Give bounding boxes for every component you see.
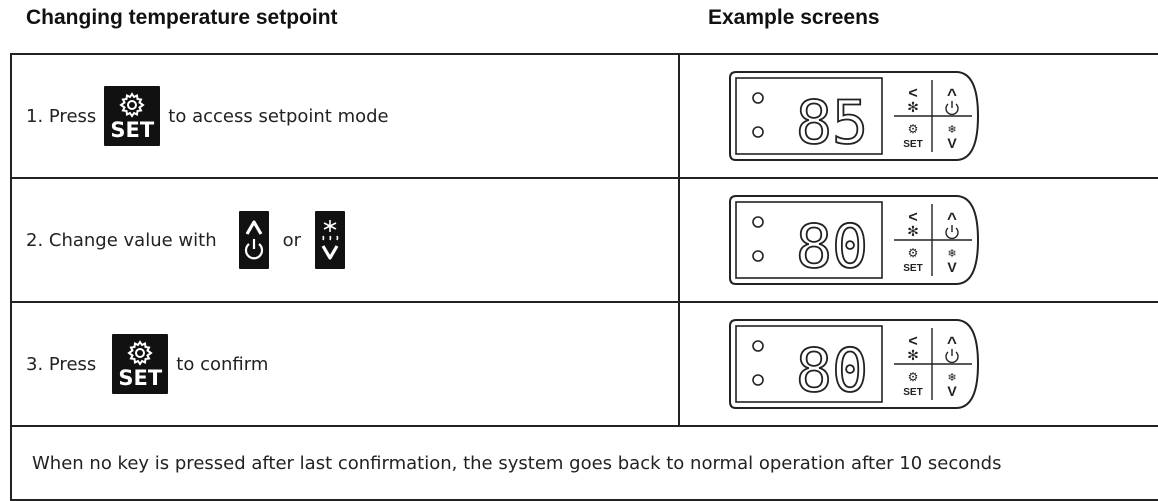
or-label: or (282, 229, 302, 251)
led-indicator-icon (752, 92, 764, 104)
step-2: 2. Change value with or (12, 211, 678, 269)
power-icon (945, 349, 959, 364)
step-3-suffix: to confirm (176, 353, 269, 375)
step-cell: 3. Press SET to confirm (10, 301, 680, 427)
gear-icon: ⚙ (908, 370, 919, 384)
down-arrow-icon (321, 245, 339, 260)
up-arrow-icon (245, 220, 262, 235)
screen-cell: 80 < ✻ ^ ⚙ SET ❄ V (678, 301, 1158, 427)
display-value: 85 (796, 88, 868, 158)
snowflake-icon: ✻ (907, 224, 919, 240)
controller-display: 80 < ✻ ^ ⚙ SET ❄ V (729, 195, 980, 285)
defrost-icon: ❄ (947, 247, 956, 260)
set-key-label: SET (110, 118, 155, 142)
led-indicator-icon (752, 374, 764, 386)
display-value: 80 (796, 336, 868, 406)
defrost-icon: ❄ (947, 123, 956, 136)
up-arrow-key: ^ (947, 333, 957, 352)
table-row: 3. Press SET to confirm (10, 301, 1158, 427)
led-indicator-icon (752, 340, 764, 352)
down-arrow-key: V (947, 135, 957, 151)
controller-display: 80 < ✻ ^ ⚙ SET ❄ V (729, 319, 980, 409)
defrost-icon (322, 220, 339, 241)
note-cell: When no key is pressed after last confir… (10, 425, 1158, 501)
snowflake-icon: ✻ (907, 100, 919, 116)
up-arrow-key: ^ (947, 209, 957, 228)
screen-cell: 80 < ✻ ^ ⚙ SET ❄ V (678, 177, 1158, 303)
table-row: 2. Change value with or (10, 177, 1158, 303)
gear-icon: ⚙ (908, 246, 919, 260)
step-cell: 1. Press SET to access setpoint mode (10, 53, 680, 179)
table-row: When no key is pressed after last confir… (10, 425, 1158, 501)
down-key (315, 211, 346, 269)
set-key-label: SET (903, 263, 922, 274)
power-icon (945, 225, 959, 240)
led-indicator-icon (752, 216, 764, 228)
instruction-table: 1. Press SET to access setpoint mode (10, 53, 1158, 501)
set-key-label: SET (903, 139, 922, 150)
table-row: 1. Press SET to access setpoint mode (10, 53, 1158, 179)
power-icon (244, 239, 263, 260)
left-arrow-key: < (908, 85, 917, 102)
gear-icon (127, 340, 154, 366)
step-1-prefix: 1. Press (26, 105, 97, 127)
left-arrow-key: < (908, 209, 917, 226)
gear-icon: ⚙ (908, 122, 919, 136)
section-title: Changing temperature setpoint (26, 6, 338, 29)
screen-cell: 85 < ✻ ^ ⚙ SET ❄ V (678, 53, 1158, 179)
display-value: 80 (796, 212, 868, 282)
led-indicator-icon (752, 250, 764, 262)
example-screens-title: Example screens (708, 6, 880, 29)
step-1-suffix: to access setpoint mode (168, 105, 389, 127)
defrost-icon: ❄ (947, 371, 956, 384)
step-3-prefix: 3. Press (26, 353, 97, 375)
note-text: When no key is pressed after last confir… (32, 452, 1002, 474)
snowflake-icon: ✻ (907, 348, 919, 364)
gear-icon (119, 92, 146, 118)
power-icon (945, 101, 959, 116)
led-indicator-icon (752, 126, 764, 138)
down-arrow-key: V (947, 383, 957, 399)
set-key-label: SET (903, 387, 922, 398)
up-key (238, 211, 269, 269)
set-key: SET (112, 334, 169, 394)
up-arrow-key: ^ (947, 85, 957, 104)
step-1: 1. Press SET to access setpoint mode (12, 86, 678, 146)
controller-display: 85 < ✻ ^ ⚙ SET ❄ V (729, 71, 980, 161)
step-3: 3. Press SET to confirm (12, 334, 678, 394)
step-2-prefix: 2. Change value with (26, 229, 217, 251)
set-key-label: SET (118, 366, 163, 390)
set-key: SET (104, 86, 161, 146)
step-cell: 2. Change value with or (10, 177, 680, 303)
down-arrow-key: V (947, 259, 957, 275)
left-arrow-key: < (908, 333, 917, 350)
